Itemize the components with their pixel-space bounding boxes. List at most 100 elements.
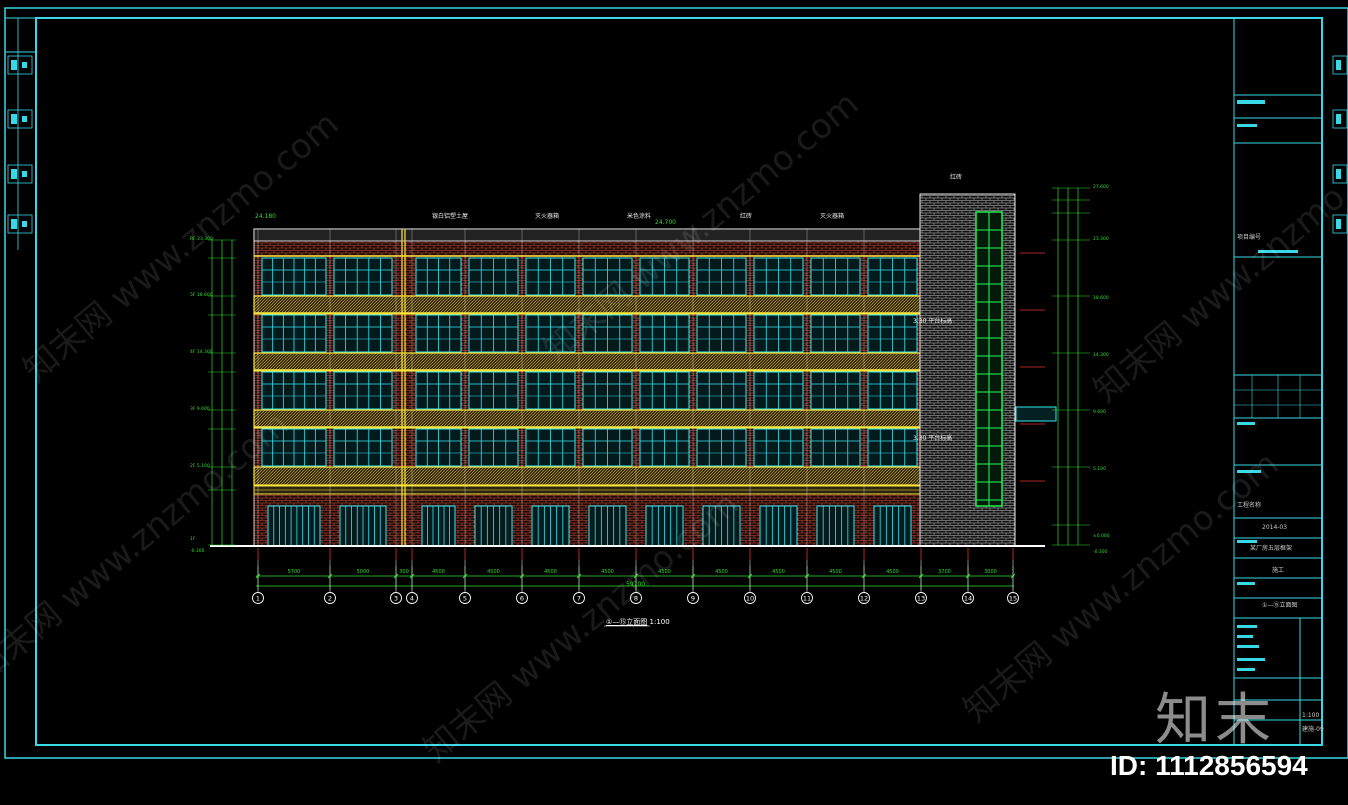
parapet	[253, 228, 923, 242]
axis-bubble-label: 6	[520, 595, 524, 603]
margin-block-fill	[22, 221, 27, 227]
window	[333, 371, 393, 410]
bay-dimension-label: 4500	[487, 569, 500, 575]
axis-bubble	[252, 592, 264, 604]
axis-bubble-label: 2	[328, 595, 332, 603]
material-label: 红砖	[740, 213, 753, 220]
bay-dimension-label: 4500	[886, 569, 899, 575]
drawing-scale: 1:100	[649, 618, 670, 626]
material-label: 米色涂料	[627, 213, 652, 220]
tb-project: 某厂房五层框架	[1250, 545, 1293, 552]
margin-block	[1332, 214, 1348, 234]
level-label-left: 5F 18.600	[190, 292, 213, 298]
axis-bubble	[459, 592, 471, 604]
margin-block-fill	[11, 114, 17, 124]
margin-block-fill	[1336, 169, 1341, 179]
margin-block	[1332, 164, 1348, 184]
axis-bubble-label: 15	[1009, 595, 1017, 603]
level-label-left: 4F 14.300	[190, 349, 213, 355]
axis-bubble-label: 14	[964, 595, 972, 603]
floor-slab-band	[253, 352, 935, 372]
material-label: 灭火器箱	[820, 213, 845, 220]
tb-sheet: 建施-09	[1302, 726, 1324, 733]
axis-bubble	[1007, 592, 1019, 604]
margin-block-fill	[22, 171, 27, 177]
floor-slab-band	[253, 409, 935, 429]
material-label: 银白铝塑土屋	[432, 213, 469, 220]
level-label-right: 18.600	[1093, 295, 1109, 301]
floor-slab-band	[253, 466, 935, 486]
drawing-title-text: ①—⑮立面图	[606, 618, 648, 626]
level-label-right: 23.300	[1093, 236, 1109, 242]
title-block	[1233, 17, 1323, 746]
axis-bubble-label: 13	[917, 595, 925, 603]
bay-dimension-label: 4500	[772, 569, 785, 575]
bay-dimension-label: 4500	[601, 569, 614, 575]
annotation: 3.30 平台标高	[913, 318, 953, 325]
margin-block	[7, 109, 33, 129]
axis-bubble	[516, 592, 528, 604]
bay-dimension-label: 4500	[432, 569, 445, 575]
bay-dimension-label: 3000	[984, 569, 997, 575]
level-label-left: -0.300	[190, 548, 205, 554]
material-label: 灭火器箱	[535, 213, 560, 220]
elevation-mark: 24.180	[255, 213, 276, 220]
axis-bubble	[801, 592, 813, 604]
margin-block	[1332, 109, 1348, 129]
axis-bubble-label: 7	[577, 595, 581, 603]
bay-dimension-label: 4500	[829, 569, 842, 575]
tb-scale: 1:100	[1302, 712, 1320, 719]
window	[333, 428, 393, 467]
roof-label: 红砖	[950, 174, 963, 181]
total-dimension: 59700	[626, 581, 646, 588]
floor-slab-band	[253, 295, 935, 315]
watermark-logo: 知末	[1155, 688, 1275, 753]
axis-bubble-label: 5	[463, 595, 467, 603]
margin-block-fill	[11, 169, 17, 179]
axis-bubble	[858, 592, 870, 604]
side-canopy	[1015, 406, 1057, 422]
axis-bubble	[915, 592, 927, 604]
axis-bubble-label: 4	[410, 595, 414, 603]
level-label-left: 2F 5.100	[190, 463, 210, 469]
level-label-right: 14.300	[1093, 352, 1109, 358]
axis-bubble	[630, 592, 642, 604]
level-label-right: 5.100	[1093, 466, 1106, 472]
margin-block-fill	[22, 62, 27, 68]
axis-bubble-label: 8	[634, 595, 638, 603]
drawing-title: ①—⑮立面图 1:100	[606, 617, 670, 627]
axis-bubble-label: 10	[746, 595, 754, 603]
level-label-right: 27.600	[1093, 184, 1109, 190]
level-label-right: -0.300	[1093, 549, 1108, 555]
axis-bubble	[687, 592, 699, 604]
elevation-mark: 24.700	[655, 219, 676, 226]
bay-dimension-label: 4500	[658, 569, 671, 575]
bay-dimension-label: 4500	[715, 569, 728, 575]
right-margin-blocks	[1332, 55, 1348, 234]
window	[333, 314, 393, 353]
axis-bubble	[573, 592, 585, 604]
axis-bubble	[390, 592, 402, 604]
axis-bubble	[744, 592, 756, 604]
margin-block-fill	[11, 60, 17, 70]
axis-bubble	[324, 592, 336, 604]
axis-bubble	[962, 592, 974, 604]
building-elevation	[210, 193, 1057, 560]
margin-block	[7, 214, 33, 234]
level-label-left: 1F	[190, 536, 196, 542]
tb-label: 工程名称	[1237, 502, 1262, 509]
margin-block-fill	[11, 219, 17, 229]
watermark-id: ID: 1112856594	[1110, 750, 1308, 781]
bay-dimension-label: 3700	[938, 569, 951, 575]
tb-label: 项目编号	[1237, 234, 1262, 241]
margin-block-fill	[1336, 219, 1341, 229]
margin-block-fill	[1336, 60, 1341, 70]
axis-bubble-label: 12	[860, 595, 868, 603]
bay-dimension-label: 5700	[288, 569, 301, 575]
tb-drawing-name: ①—⑮立面图	[1262, 602, 1298, 609]
annotation: 3.30 平台标高	[913, 435, 953, 442]
bay-dimension-label: 300	[399, 569, 409, 575]
